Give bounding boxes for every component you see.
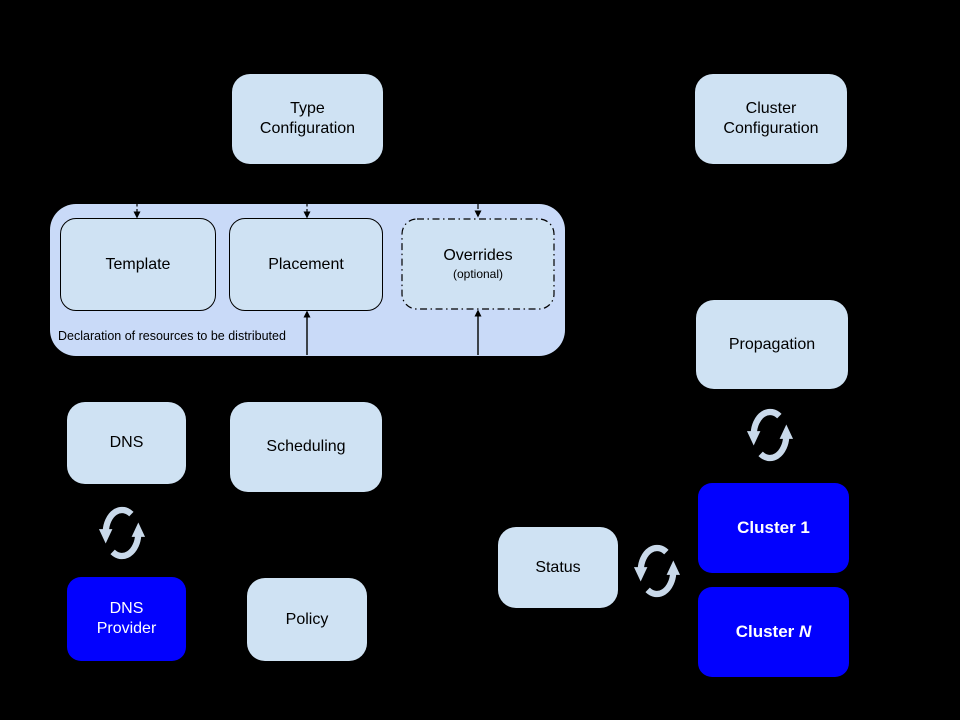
node-cluster-configuration: Cluster Configuration [695, 74, 847, 164]
node-label: Policy [285, 610, 329, 628]
node-propagation: Propagation [696, 300, 848, 389]
node-scheduling: Scheduling [230, 402, 382, 492]
node-policy: Policy [247, 578, 367, 661]
node-placement: Placement [229, 218, 383, 311]
node-label: Overrides [443, 247, 513, 264]
node-dns: DNS [67, 402, 186, 484]
node-label: DNS Provider [96, 600, 157, 637]
node-dns-provider: DNS Provider [67, 577, 186, 661]
node-label: Cluster Configuration [723, 100, 819, 137]
node-cluster-1: Cluster 1 [698, 483, 849, 573]
node-overrides: Overrides (optional) [401, 218, 555, 310]
node-label: Placement [268, 255, 344, 273]
container-caption: Declaration of resources to be distribut… [58, 329, 286, 343]
node-cluster-n: Cluster N [698, 587, 849, 677]
node-label: Template [105, 255, 171, 273]
node-label: Status [535, 558, 581, 576]
node-label: DNS [109, 434, 144, 451]
sync-icon [633, 544, 681, 598]
sync-icon [98, 506, 146, 560]
node-label: Propagation [728, 335, 816, 353]
node-label: Cluster N [735, 622, 812, 642]
node-sublabel: (optional) [452, 267, 504, 281]
node-status: Status [498, 527, 618, 608]
cluster-n-variable: N [799, 622, 812, 642]
sync-icon [746, 408, 794, 462]
node-type-configuration: Type Configuration [232, 74, 383, 164]
node-label: Cluster 1 [737, 518, 810, 538]
dash-dot-border [401, 218, 555, 310]
node-template: Template [60, 218, 216, 311]
node-label: Scheduling [266, 438, 346, 455]
node-label: Type Configuration [259, 100, 356, 137]
